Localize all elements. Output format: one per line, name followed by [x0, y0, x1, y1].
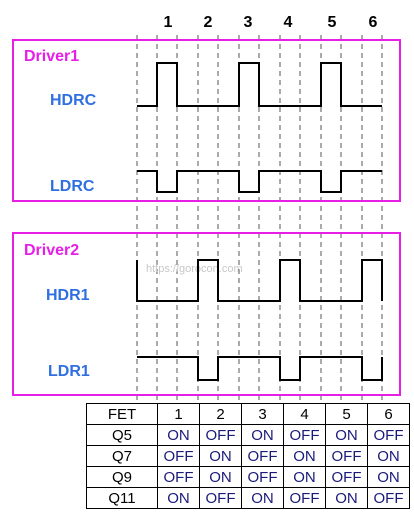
table-cell: ON — [367, 445, 410, 467]
table-cell: OFF — [199, 487, 242, 509]
table-header-cell: 6 — [367, 403, 410, 425]
table-cell: OFF — [283, 424, 326, 446]
table-cell: ON — [283, 466, 326, 488]
table-cell: OFF — [157, 445, 200, 467]
ldr1-waveform — [137, 356, 383, 381]
column-number-3: 3 — [244, 14, 253, 31]
column-number-1: 1 — [164, 14, 173, 31]
table-cell: ON — [241, 424, 284, 446]
watermark-text: https://gorocon.com — [146, 263, 243, 275]
table-cell: ON — [325, 487, 368, 509]
table-header-row: FET 1 2 3 4 5 6 — [86, 403, 410, 425]
column-numbers: 1 2 3 4 5 6 — [164, 14, 378, 31]
fet-table: FET 1 2 3 4 5 6 Q5 ON OFF ON OFF ON OFF … — [86, 403, 410, 509]
table-cell: OFF — [157, 466, 200, 488]
table-cell: ON — [283, 445, 326, 467]
table-cell: ON — [157, 487, 200, 509]
driver1-box — [12, 39, 401, 202]
column-number-5: 5 — [328, 14, 337, 31]
table-cell: OFF — [241, 466, 284, 488]
table-header-cell: 3 — [241, 403, 284, 425]
table-row-label: Q9 — [86, 466, 158, 488]
column-number-2: 2 — [204, 14, 213, 31]
table-cell: OFF — [325, 466, 368, 488]
table-header-cell: 2 — [199, 403, 242, 425]
column-number-6: 6 — [369, 14, 378, 31]
table-cell: OFF — [325, 445, 368, 467]
table-row: Q11 ON OFF ON OFF ON OFF — [86, 487, 410, 509]
driver2-box — [12, 232, 401, 396]
table-header-cell: 1 — [157, 403, 200, 425]
driver1-title: Driver1 — [24, 48, 79, 65]
driver2-title: Driver2 — [24, 242, 79, 259]
table-cell: ON — [325, 424, 368, 446]
table-cell: OFF — [199, 424, 242, 446]
table-cell: ON — [367, 466, 410, 488]
table-row: Q7 OFF ON OFF ON OFF ON — [86, 445, 410, 467]
hdr1-waveform — [136, 259, 383, 302]
table-cell: ON — [157, 424, 200, 446]
hdrc-waveform — [137, 62, 382, 107]
ldrc-waveform — [137, 170, 382, 193]
table-cell: OFF — [367, 487, 410, 509]
dashed-guides — [136, 35, 383, 400]
table-row-label: Q7 — [86, 445, 158, 467]
table-header-cell: 5 — [325, 403, 368, 425]
column-number-4: 4 — [284, 14, 293, 31]
table-row: Q9 OFF ON OFF ON OFF ON — [86, 466, 410, 488]
table-row-label: Q11 — [86, 487, 158, 509]
signal-label-ldr1: LDR1 — [48, 363, 90, 380]
signal-label-hdr1: HDR1 — [46, 287, 90, 304]
table-cell: OFF — [241, 445, 284, 467]
table-cell: OFF — [367, 424, 410, 446]
signal-label-hdrc: HDRC — [50, 92, 97, 109]
table-row-label: Q5 — [86, 424, 158, 446]
table-cell: OFF — [283, 487, 326, 509]
table-cell: ON — [199, 445, 242, 467]
table-header-cell: FET — [86, 403, 158, 425]
table-cell: ON — [241, 487, 284, 509]
signal-label-ldrc: LDRC — [50, 178, 95, 195]
table-row: Q5 ON OFF ON OFF ON OFF — [86, 424, 410, 446]
table-header-cell: 4 — [283, 403, 326, 425]
table-cell: ON — [199, 466, 242, 488]
